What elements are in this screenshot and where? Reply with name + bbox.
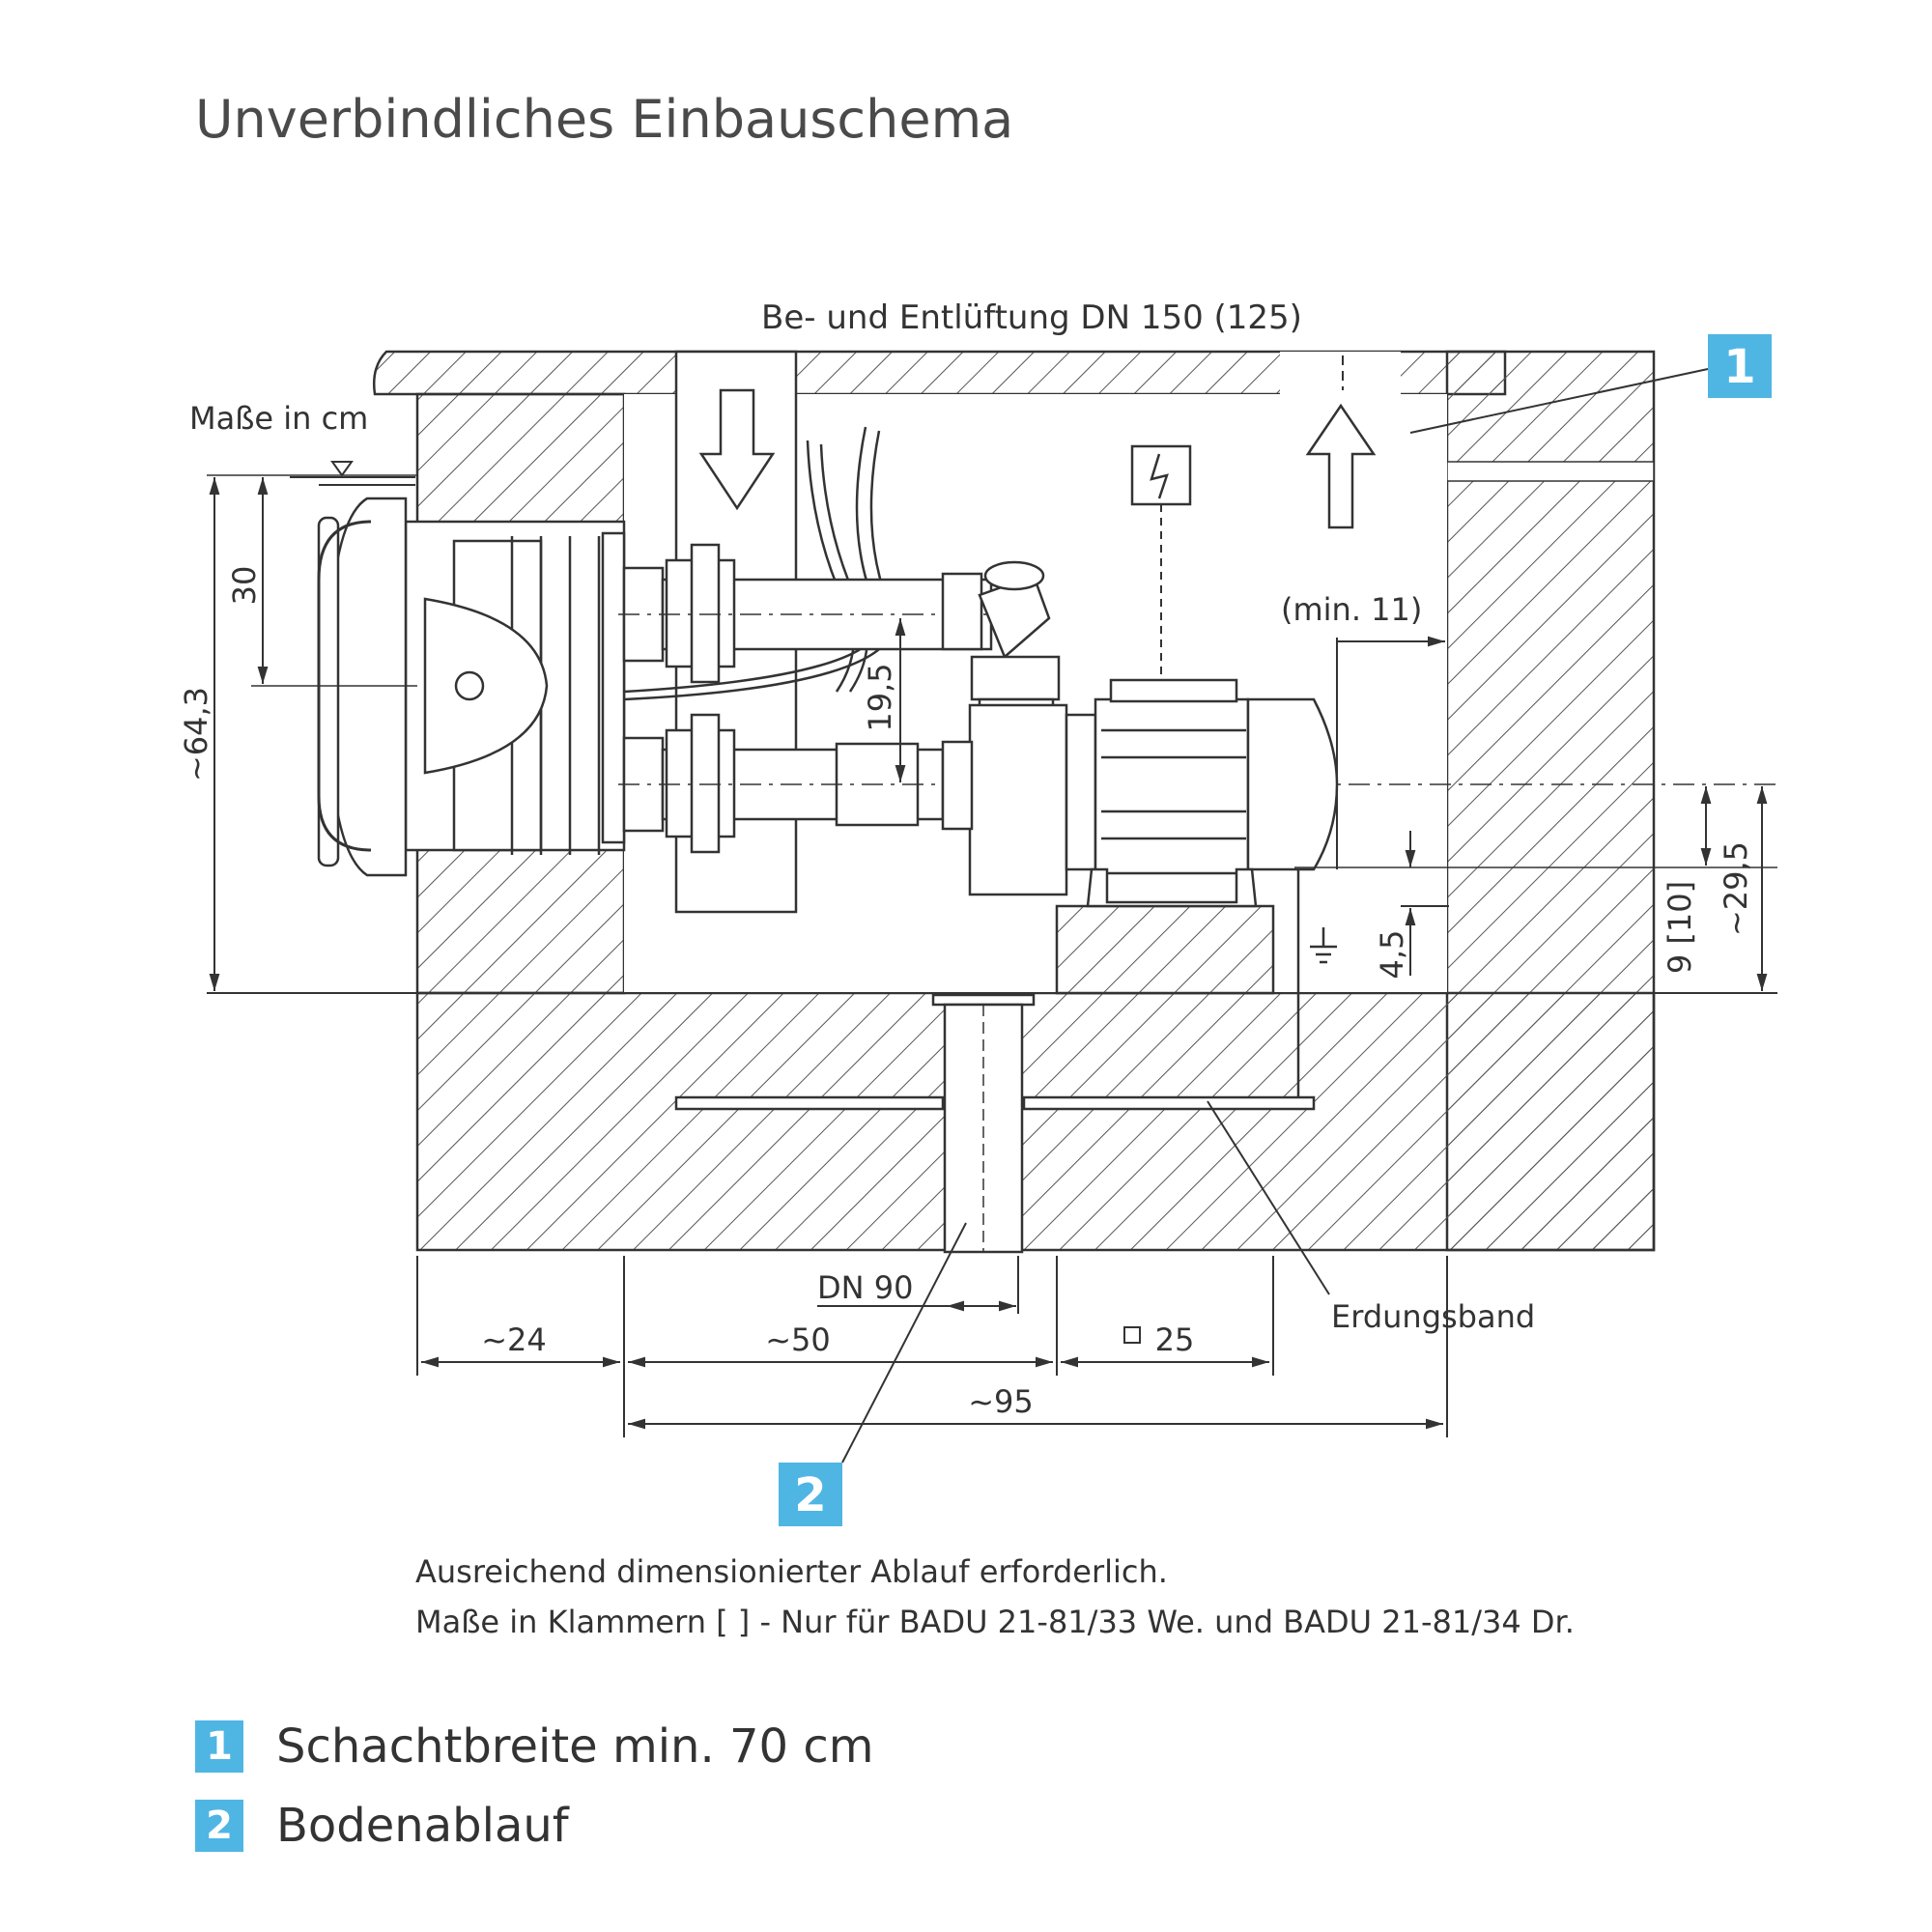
floor-slab	[415, 991, 1656, 1252]
water-level-mark	[290, 461, 415, 486]
electrical-warning-icon	[1130, 444, 1192, 682]
dim-95: ~95	[968, 1383, 1034, 1420]
leader-lines	[841, 368, 1709, 1463]
dim-25: 25	[1155, 1321, 1195, 1358]
top-cover	[373, 350, 1507, 396]
callout-1-badge	[1708, 334, 1772, 398]
dim-24: ~24	[481, 1321, 547, 1358]
note-drain: Ausreichend dimensionierter Ablauf erfor…	[415, 1553, 1168, 1590]
valve	[941, 560, 1061, 740]
ventilation-label: Be- und Entlüftung DN 150 (125)	[761, 298, 1302, 337]
dim-30: 30	[226, 566, 263, 606]
legend-1-badge: 1	[195, 1720, 243, 1773]
units-label: Maße in cm	[189, 400, 368, 437]
min11-label: (min. 11)	[1281, 591, 1422, 628]
wall-fitting-handle	[317, 520, 372, 852]
note-brackets: Maße in Klammern [ ] - Nur für BADU 21-8…	[415, 1604, 1575, 1640]
legend-item-2: 2 Bodenablauf	[195, 1799, 569, 1853]
dim-50: ~50	[765, 1321, 831, 1358]
square-symbol-icon	[1123, 1326, 1141, 1344]
dim-910: 9 [10]	[1662, 881, 1698, 974]
upper-pipe	[618, 543, 1014, 684]
dim-195: 19,5	[862, 663, 898, 731]
dim-45: 4,5	[1374, 930, 1410, 980]
exhaust-arrow	[1305, 403, 1377, 529]
wall-fitting	[317, 497, 626, 877]
dn90-label: DN 90	[817, 1269, 913, 1306]
callout-2-number: 2	[794, 1468, 826, 1522]
dim-295: ~29,5	[1718, 841, 1754, 936]
legend-item-1: 1 Schachtbreite min. 70 cm	[195, 1719, 873, 1774]
grounding-band	[674, 869, 1337, 1111]
legend-2-badge: 2	[195, 1800, 243, 1852]
legend-2-text: Bodenablauf	[276, 1799, 569, 1853]
page-title: Unverbindliches Einbauschema	[195, 89, 1014, 150]
callout-1-number: 1	[1723, 340, 1755, 394]
legend-1-text: Schachtbreite min. 70 cm	[276, 1719, 874, 1774]
dimension-lines	[209, 477, 1768, 1437]
dim-643: ~64,3	[178, 687, 214, 781]
floor-drain	[931, 993, 1036, 1254]
erdungsband-label: Erdungsband	[1331, 1298, 1535, 1335]
callout-2-badge	[779, 1463, 842, 1526]
